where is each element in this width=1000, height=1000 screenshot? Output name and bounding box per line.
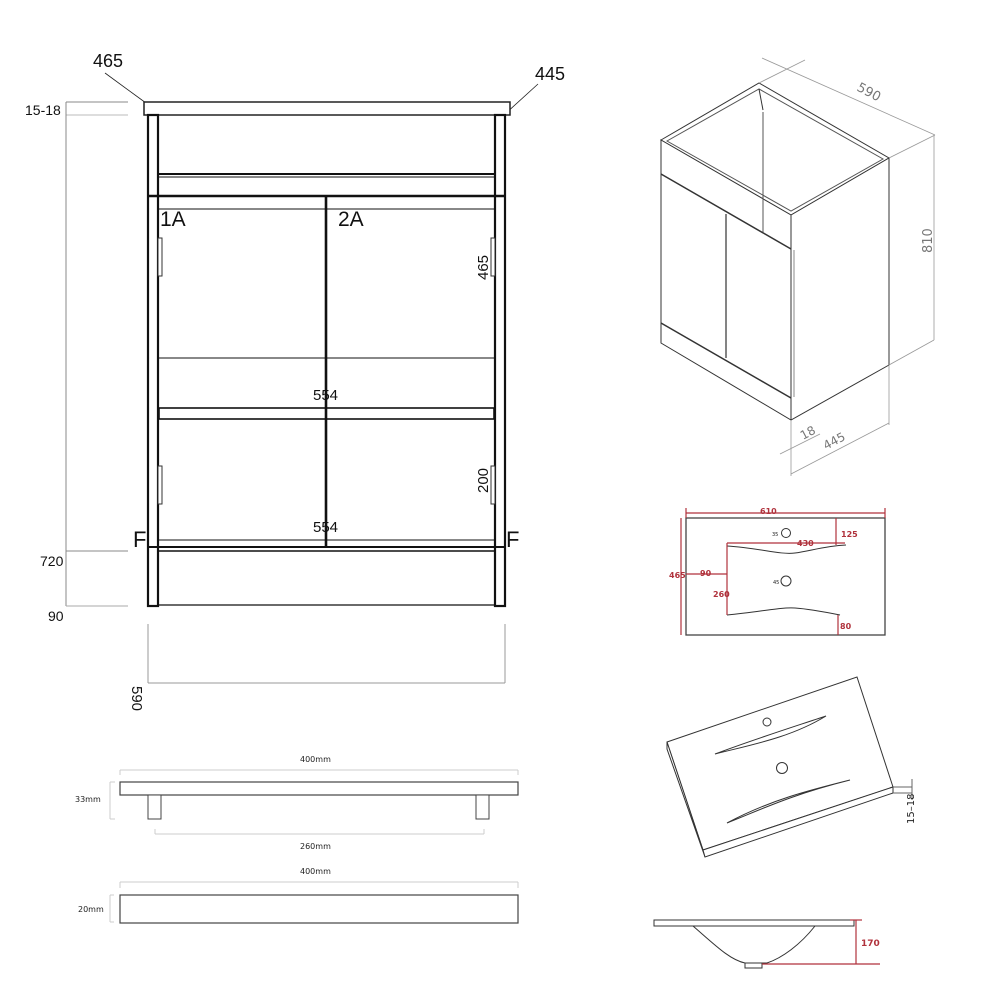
handle-bar-drawing: 400mm 20mm bbox=[78, 867, 519, 924]
bottom-rail bbox=[148, 539, 505, 606]
countertop bbox=[143, 101, 511, 116]
bottom-shelf-width-label: 554 bbox=[313, 519, 338, 536]
basin-front-margin: 80 bbox=[840, 622, 852, 631]
basin-plan-view: 610 465 125 430 90 260 80 35 45 bbox=[669, 507, 886, 636]
handle-icon bbox=[157, 465, 163, 505]
right-side-panel bbox=[493, 113, 507, 608]
iso-height-label: 810 bbox=[921, 228, 936, 253]
handle-icon bbox=[490, 237, 496, 277]
top-right-label: 445 bbox=[535, 64, 565, 84]
waste-hole-icon bbox=[780, 575, 792, 587]
handle-bar-height-label: 20mm bbox=[78, 905, 104, 914]
shelf-width-label: 554 bbox=[313, 387, 338, 404]
basin-bowl-depth: 260 bbox=[713, 590, 730, 599]
handle-post-right bbox=[475, 794, 490, 820]
front-width-dimension bbox=[147, 624, 506, 684]
iso-door-thickness-label: 18 bbox=[798, 423, 818, 443]
waste-hole-icon bbox=[776, 762, 788, 774]
basin-tap-offset: 125 bbox=[841, 530, 858, 539]
iso-width-label: 590 bbox=[854, 80, 883, 105]
iso-cabinet-view bbox=[660, 82, 890, 421]
tap-hole-diameter: 35 bbox=[772, 532, 778, 538]
depth-leader-line bbox=[104, 72, 147, 104]
handle-centres-label: 260mm bbox=[300, 842, 331, 851]
left-marker: F bbox=[133, 527, 146, 552]
front-view: 465 445 15-18 1A 2A 465 554 200 554 F F … bbox=[25, 51, 565, 711]
height-label: 720 bbox=[40, 553, 64, 569]
basin-section-dimension bbox=[762, 919, 880, 965]
handle-drawing: 400mm 33mm 260mm bbox=[75, 755, 519, 851]
lower-handle-label: 200 bbox=[475, 468, 492, 493]
handle-dimension-lines bbox=[109, 769, 519, 835]
waste-hole-diameter: 45 bbox=[773, 580, 779, 586]
basin-overall-depth: 465 bbox=[669, 571, 686, 580]
iso-dimensions bbox=[758, 57, 936, 476]
left-side-panel bbox=[146, 113, 160, 608]
right-marker: F bbox=[506, 527, 519, 552]
handle-icon bbox=[490, 465, 496, 505]
plinth-label: 90 bbox=[48, 608, 64, 624]
basin-iso-view bbox=[666, 676, 913, 858]
handle-height-label: 465 bbox=[475, 255, 492, 280]
top-thickness-label: 15-18 bbox=[25, 102, 61, 118]
front-height-dimension bbox=[65, 101, 128, 607]
door-handles bbox=[157, 237, 496, 505]
basin-depth-label: 170 bbox=[861, 939, 880, 949]
handle-bar-body bbox=[119, 894, 519, 924]
top-depth-label: 465 bbox=[93, 51, 123, 71]
basin-section-view bbox=[653, 919, 855, 969]
basin-bowl-width: 430 bbox=[797, 539, 814, 548]
basin-side-margin: 90 bbox=[700, 569, 712, 578]
handle-bar-dimension-lines bbox=[109, 881, 519, 923]
basin-plan-dimensions bbox=[680, 508, 886, 635]
shelf bbox=[158, 357, 495, 420]
handle-length-label: 400mm bbox=[300, 755, 331, 764]
handle-bar-length-label: 400mm bbox=[300, 867, 331, 876]
handle-projection-label: 33mm bbox=[75, 795, 101, 804]
handle-post-left bbox=[147, 794, 162, 820]
tap-hole-icon bbox=[781, 528, 791, 538]
door-left-label: 1A bbox=[160, 208, 186, 231]
handle-bar bbox=[119, 781, 519, 796]
iso-depth-label: 445 bbox=[821, 430, 848, 453]
width-label: 590 bbox=[128, 686, 145, 711]
door-right-label: 2A bbox=[338, 208, 364, 231]
basin-overall-width: 610 bbox=[760, 507, 777, 516]
handle-icon bbox=[157, 237, 163, 277]
basin-thickness-label: 15–18 bbox=[906, 794, 917, 824]
tap-hole-icon bbox=[762, 717, 772, 727]
